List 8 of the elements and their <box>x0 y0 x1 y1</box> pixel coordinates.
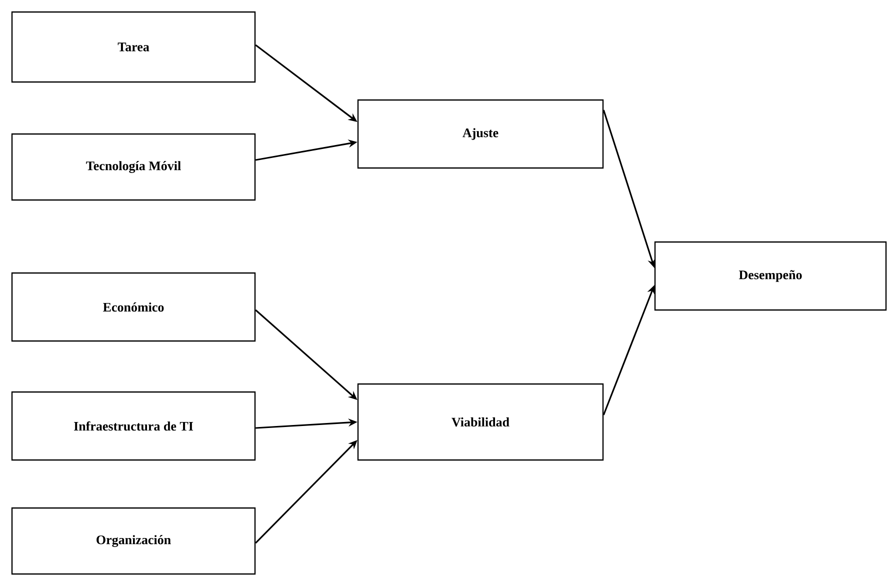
process-box: Tecnología Móvil <box>11 133 256 201</box>
process-box: Ajuste <box>357 99 604 169</box>
process-box: Tarea <box>11 11 256 83</box>
process-box: Viabilidad <box>357 383 604 461</box>
process-box: Infraestructura de TI <box>11 391 256 461</box>
process-box: Organización <box>11 507 256 575</box>
process-box: Económico <box>11 272 256 342</box>
process-box: Desempeño <box>654 241 887 311</box>
